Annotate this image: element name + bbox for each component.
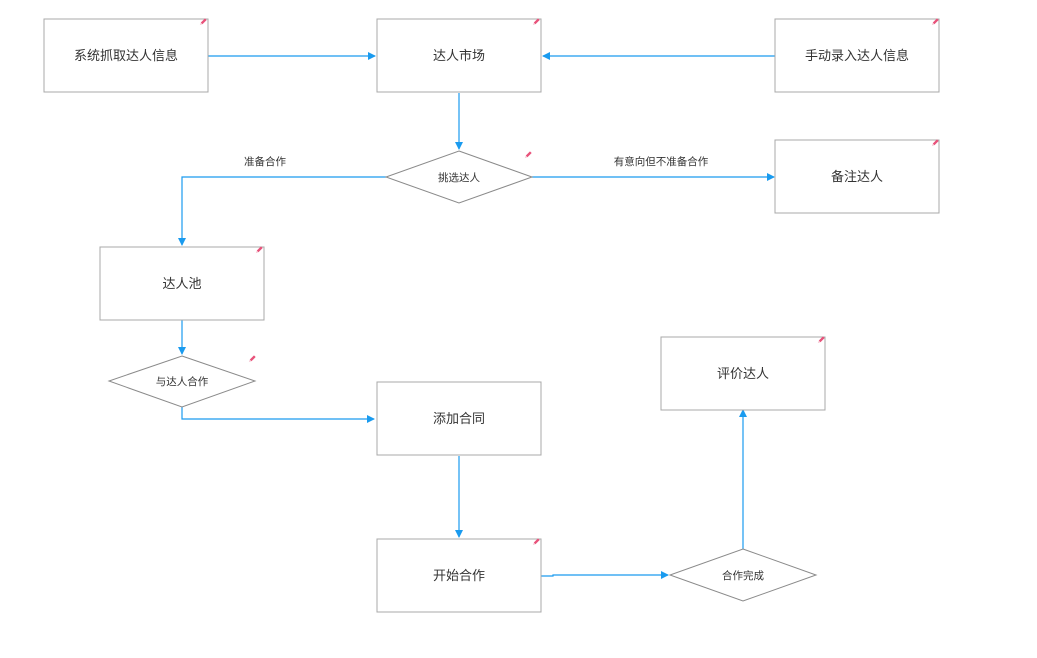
node-start-cooperation[interactable]: 开始合作: [376, 538, 542, 613]
decision-select-talent[interactable]: 挑选达人: [384, 150, 534, 204]
decision-label-cooperation-complete: 合作完成: [722, 569, 764, 582]
node-note-talent[interactable]: 备注达人: [774, 139, 940, 214]
node-talent-market[interactable]: 达人市场: [376, 18, 542, 93]
decision-cooperate-with-talent[interactable]: 与达人合作: [107, 355, 257, 408]
node-talent-pool[interactable]: 达人池: [99, 246, 265, 321]
node-label-evaluate-talent: 评价达人: [717, 367, 769, 382]
edge-label-prepare-cooperation: 准备合作: [244, 155, 286, 168]
edge-cooperate-to-contract: [181, 407, 375, 423]
decision-label-cooperate-with-talent: 与达人合作: [156, 375, 209, 388]
pencil-icon[interactable]: [523, 151, 532, 160]
node-label-manual-entry: 手动录入达人信息: [805, 48, 909, 64]
node-label-note-talent: 备注达人: [831, 169, 883, 185]
edge-start-to-complete: [541, 571, 669, 579]
edges: [178, 52, 775, 579]
edge-label-interested-not-ready: 有意向但不准备合作: [614, 155, 709, 168]
decision-cooperation-complete[interactable]: 合作完成: [668, 548, 818, 602]
node-label-add-contract: 添加合同: [433, 412, 485, 427]
node-manual-entry[interactable]: 手动录入达人信息: [774, 18, 940, 93]
edge-select-to-pool: [178, 176, 386, 246]
node-label-talent-pool: 达人池: [162, 277, 201, 292]
node-label-talent-market: 达人市场: [433, 48, 485, 64]
node-system-fetch[interactable]: 系统抓取达人信息: [43, 18, 209, 93]
node-add-contract[interactable]: 添加合同: [376, 381, 542, 456]
decision-label-select-talent: 挑选达人: [438, 171, 480, 184]
node-label-system-fetch: 系统抓取达人信息: [74, 48, 178, 64]
node-evaluate-talent[interactable]: 评价达人: [660, 336, 826, 411]
pencil-icon[interactable]: [247, 355, 256, 364]
node-label-start-cooperation: 开始合作: [433, 569, 485, 584]
